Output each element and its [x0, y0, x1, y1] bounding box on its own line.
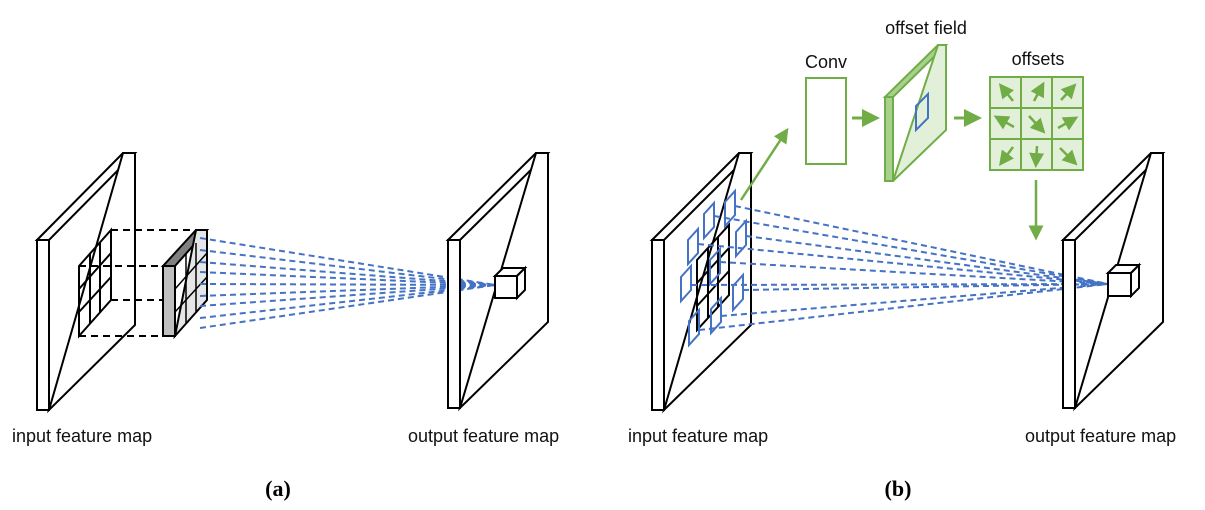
output-cube-a — [492, 265, 528, 301]
offset-field-label: offset field — [885, 18, 967, 38]
panel-a: input feature map output feature map (a) — [12, 152, 559, 501]
projection-box-a — [79, 229, 196, 337]
caption-a: (a) — [265, 476, 291, 501]
input-feature-map-label-a: input feature map — [12, 426, 152, 446]
offsets-grid — [989, 76, 1084, 171]
offset-location-marker — [915, 91, 929, 133]
output-feature-map-label-b: output feature map — [1025, 426, 1176, 446]
regular-grid-b — [696, 222, 730, 333]
caption-b: (b) — [885, 476, 912, 501]
output-cube-b — [1105, 262, 1142, 299]
arrow-input-to-conv — [739, 127, 789, 201]
kernel-block-a — [160, 229, 210, 340]
output-feature-map-label-a: output feature map — [408, 426, 559, 446]
deformed-sampling-cells-b — [680, 188, 747, 348]
input-feature-map-a — [34, 152, 138, 414]
conv-label: Conv — [805, 52, 847, 72]
conv-box — [805, 77, 847, 165]
offsets-label: offsets — [1012, 49, 1065, 69]
kernel-connections-a — [199, 237, 496, 329]
kernel-connections-b — [690, 205, 1109, 331]
offset-field-slab — [882, 44, 949, 182]
panel-b: Conv offset field — [628, 18, 1176, 501]
offset-arrows — [993, 81, 1079, 168]
input-feature-map-label-b: input feature map — [628, 426, 768, 446]
